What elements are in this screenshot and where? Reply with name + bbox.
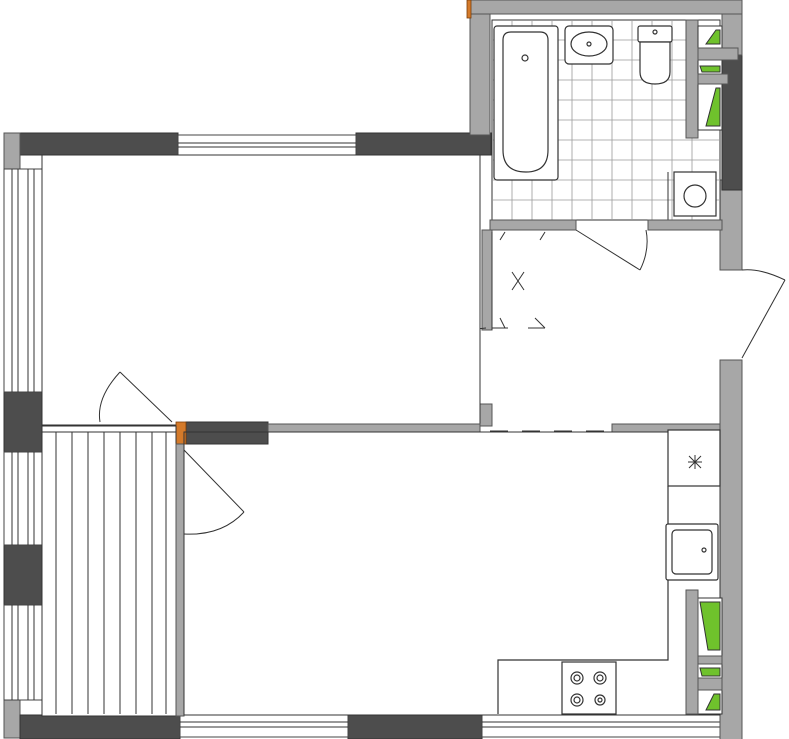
balcony: [41, 425, 245, 717]
window-bottom-kitchen: [481, 714, 743, 738]
window-top-living: [177, 134, 357, 156]
balcony-door: [98, 371, 173, 423]
window-left-middle: [3, 451, 43, 546]
window-bottom: [179, 714, 349, 738]
bathroom-door: [575, 229, 648, 271]
kitchen-sink-icon: [665, 523, 719, 581]
fridge-icon: [667, 429, 721, 487]
wardrobe-mark: [492, 231, 546, 329]
toilet-icon: [637, 25, 673, 85]
bathtub-icon: [493, 25, 559, 181]
bedroom-balcony-door: [183, 449, 245, 535]
entrance-door: [741, 269, 786, 359]
washing-machine-icon: [667, 171, 717, 220]
kitchen: [183, 429, 723, 716]
bathroom: [489, 19, 739, 271]
stove-icon: [561, 661, 617, 715]
window-left-upper: [3, 168, 43, 393]
window-left-lower: [3, 604, 43, 701]
exterior-walls: [3, 0, 743, 739]
living-room: [41, 154, 481, 445]
washbasin-icon: [564, 25, 614, 65]
